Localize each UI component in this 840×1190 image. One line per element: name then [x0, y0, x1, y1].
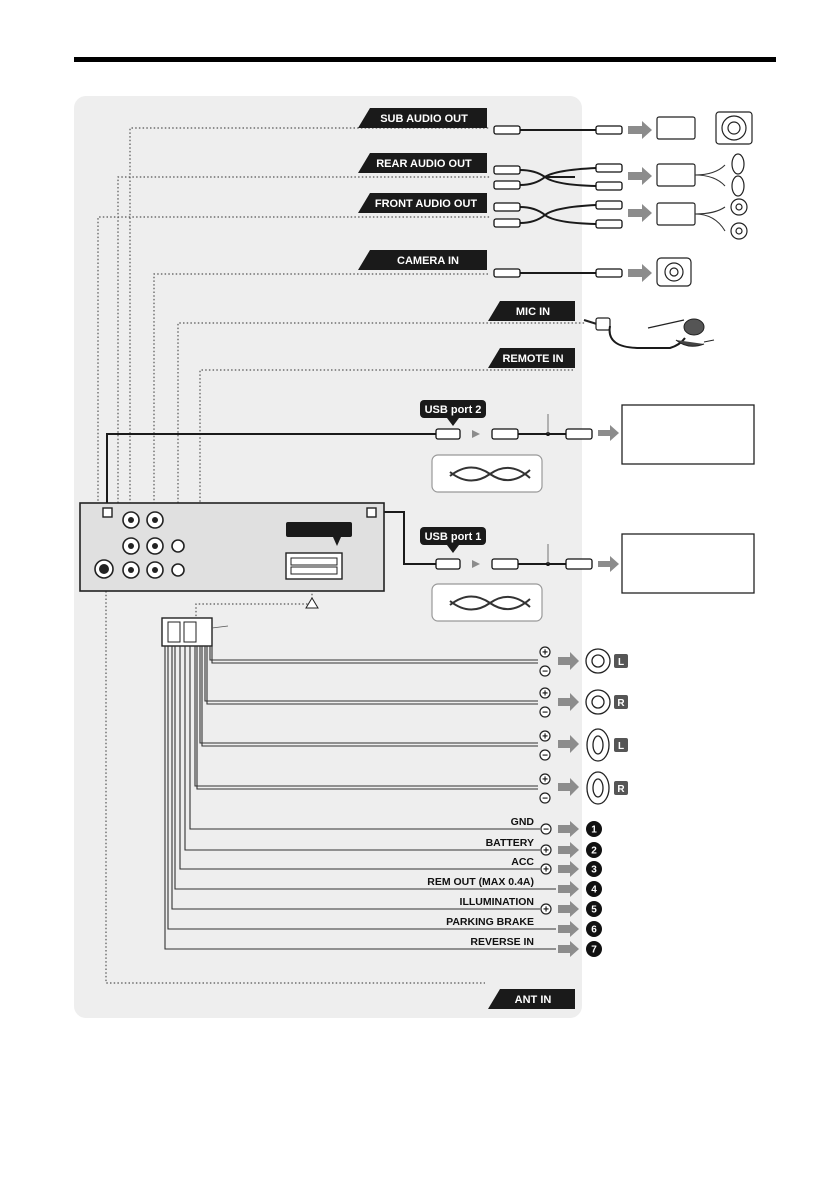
wire-label-parking-brake: PARKING BRAKE	[446, 916, 534, 928]
speaker-icon	[586, 649, 610, 804]
polarity-minus-4: −	[542, 794, 548, 805]
wire-number-2: 2	[591, 846, 597, 857]
label-front-audio-out-text: FRONT AUDIO OUT	[375, 198, 478, 210]
label-remote-in: REMOTE IN	[488, 348, 575, 368]
label-mic-in: MIC IN	[488, 301, 575, 321]
label-rear-audio-out-text: REAR AUDIO OUT	[376, 158, 472, 170]
polarity-plus-4: +	[542, 775, 548, 786]
speaker-side-3: L	[618, 741, 624, 752]
speaker-side-2: R	[617, 698, 625, 709]
label-sub-audio-out-text: SUB AUDIO OUT	[380, 113, 468, 125]
wire-polarity-2: +	[543, 846, 549, 857]
label-ant-in: ANT IN	[488, 989, 575, 1009]
label-remote-in-text: REMOTE IN	[502, 353, 563, 365]
polarity-plus-3: +	[542, 732, 548, 743]
wire-polarity-5: +	[543, 905, 549, 916]
label-ant-in-text: ANT IN	[515, 994, 552, 1006]
label-rear-audio-out: REAR AUDIO OUT	[358, 153, 487, 173]
wire-number-5: 5	[591, 905, 597, 916]
subwoofer-icon	[716, 112, 752, 144]
wire-number-6: 6	[591, 925, 597, 936]
speaker-icon	[695, 154, 747, 239]
polarity-plus-2: +	[542, 689, 548, 700]
wire-number-4: 4	[591, 885, 597, 896]
usb-device-boxes	[622, 405, 754, 593]
label-camera-in-text: CAMERA IN	[397, 255, 459, 267]
label-front-audio-out: FRONT AUDIO OUT	[358, 193, 487, 213]
speaker-side-tags: L R L R	[614, 654, 628, 795]
label-usb-port-1-text: USB port 1	[425, 531, 482, 543]
label-usb-port-2-text: USB port 2	[425, 404, 482, 416]
microphone-icon	[584, 318, 714, 348]
label-sub-audio-out: SUB AUDIO OUT	[358, 108, 487, 128]
label-camera-in: CAMERA IN	[358, 250, 487, 270]
label-mic-in-text: MIC IN	[516, 306, 550, 318]
speaker-side-4: R	[617, 784, 625, 795]
wire-number-1: 1	[591, 825, 597, 836]
wire-number-3: 3	[591, 865, 597, 876]
wire-label-reverse-in: REVERSE IN	[470, 936, 534, 948]
wire-label-gnd: GND	[511, 816, 535, 828]
wire-label-illumination: ILLUMINATION	[460, 896, 534, 908]
polarity-minus-2: −	[542, 708, 548, 719]
wire-number-7: 7	[591, 945, 597, 956]
speaker-side-1: L	[618, 657, 624, 668]
power-wire-numbers: 1 2 3 4 5 6 7	[586, 821, 602, 957]
polarity-plus-1: +	[542, 648, 548, 659]
polarity-minus-1: −	[542, 667, 548, 678]
wire-polarity-3: +	[543, 865, 549, 876]
amplifier-icon	[657, 117, 695, 225]
camera-icon	[657, 258, 691, 286]
wire-label-acc: ACC	[511, 856, 534, 868]
wire-label-rem-out: REM OUT (MAX 0.4A)	[427, 876, 534, 888]
polarity-minus-3: −	[542, 751, 548, 762]
wire-polarity-1: −	[543, 825, 549, 836]
top-rule	[74, 57, 776, 62]
wire-label-battery: BATTERY	[486, 837, 534, 849]
